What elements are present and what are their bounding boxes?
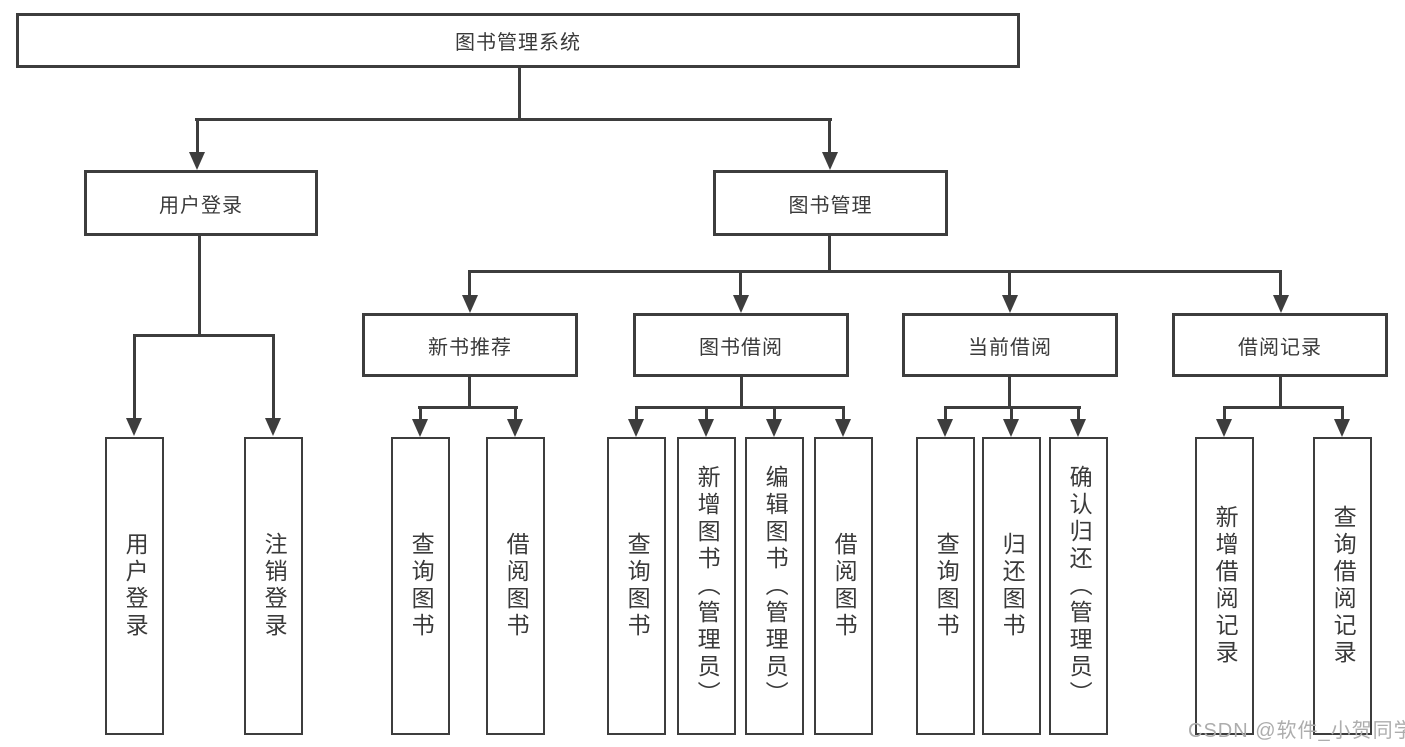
leaf-edit-books-admin: 编辑图书（管理员）	[745, 437, 804, 735]
arrow-down-icon	[937, 419, 953, 437]
arrow-down-icon	[189, 152, 205, 170]
arrow-down-icon	[1273, 295, 1289, 313]
watermark: CSDN @软件_小贺同学	[1188, 720, 1405, 742]
connector-stem	[1279, 270, 1282, 298]
connector-stem	[1010, 406, 1013, 422]
leaf-query-borrow-record: 查询借阅记录	[1313, 437, 1372, 735]
leaf-query-books-borrow: 查询图书	[607, 437, 666, 735]
arrow-down-icon	[1002, 295, 1018, 313]
arrow-down-icon	[835, 419, 851, 437]
connector-stem	[944, 406, 947, 422]
connector-rail	[133, 334, 275, 337]
connector-stem	[828, 118, 831, 154]
connector-stem	[828, 236, 831, 273]
connector-stem	[635, 406, 638, 422]
arrow-down-icon	[1070, 419, 1086, 437]
node-user-login: 用户登录	[84, 170, 318, 236]
node-book-borrowing: 图书借阅	[633, 313, 849, 377]
leaf-borrow-books-recommend: 借阅图书	[486, 437, 545, 735]
arrow-down-icon	[1334, 419, 1350, 437]
connector-rail	[635, 406, 845, 409]
connector-level3-rail	[468, 270, 1282, 273]
leaf-query-books-current: 查询图书	[916, 437, 975, 735]
connector-stem	[739, 270, 742, 298]
connector-stem	[514, 406, 517, 422]
arrow-down-icon	[462, 295, 478, 313]
arrow-down-icon	[766, 419, 782, 437]
connector-stem	[1279, 377, 1282, 408]
leaf-return-books: 归还图书	[982, 437, 1041, 735]
arrow-down-icon	[733, 295, 749, 313]
connector-stem	[1008, 270, 1011, 298]
arrow-down-icon	[265, 418, 281, 436]
connector-stem	[740, 377, 743, 408]
connector-stem	[272, 334, 275, 422]
connector-stem	[198, 236, 201, 336]
connector-stem	[1341, 406, 1344, 422]
connector-stem	[1008, 377, 1011, 408]
leaf-query-books-recommend: 查询图书	[391, 437, 450, 735]
connector-level2-rail	[195, 118, 832, 121]
arrow-down-icon	[1003, 419, 1019, 437]
node-root: 图书管理系统	[16, 13, 1020, 68]
arrow-down-icon	[822, 152, 838, 170]
node-borrowing-records: 借阅记录	[1172, 313, 1388, 377]
connector-stem	[773, 406, 776, 422]
leaf-borrow-books: 借阅图书	[814, 437, 873, 735]
connector-stem	[1077, 406, 1080, 422]
connector-stem	[133, 334, 136, 422]
node-new-book-recommend: 新书推荐	[362, 313, 578, 377]
arrow-down-icon	[1216, 419, 1232, 437]
connector-stem	[705, 406, 708, 422]
connector-rail	[418, 406, 518, 409]
connector-stem	[468, 270, 471, 298]
connector-rail	[1223, 406, 1344, 409]
arrow-down-icon	[628, 419, 644, 437]
arrow-down-icon	[412, 419, 428, 437]
connector-root-stem	[518, 68, 521, 120]
connector-stem	[419, 406, 422, 422]
arrow-down-icon	[126, 418, 142, 436]
leaf-user-login: 用户登录	[105, 437, 164, 735]
arrow-down-icon	[698, 419, 714, 437]
connector-stem	[196, 118, 199, 154]
leaf-add-books-admin: 新增图书（管理员）	[677, 437, 736, 735]
arrow-down-icon	[507, 419, 523, 437]
node-current-borrowing: 当前借阅	[902, 313, 1118, 377]
node-book-management: 图书管理	[713, 170, 948, 236]
connector-stem	[1223, 406, 1226, 422]
connector-stem	[842, 406, 845, 422]
leaf-confirm-return-admin: 确认归还（管理员）	[1049, 437, 1108, 735]
connector-stem	[468, 377, 471, 408]
leaf-add-borrow-record: 新增借阅记录	[1195, 437, 1254, 735]
leaf-logout: 注销登录	[244, 437, 303, 735]
